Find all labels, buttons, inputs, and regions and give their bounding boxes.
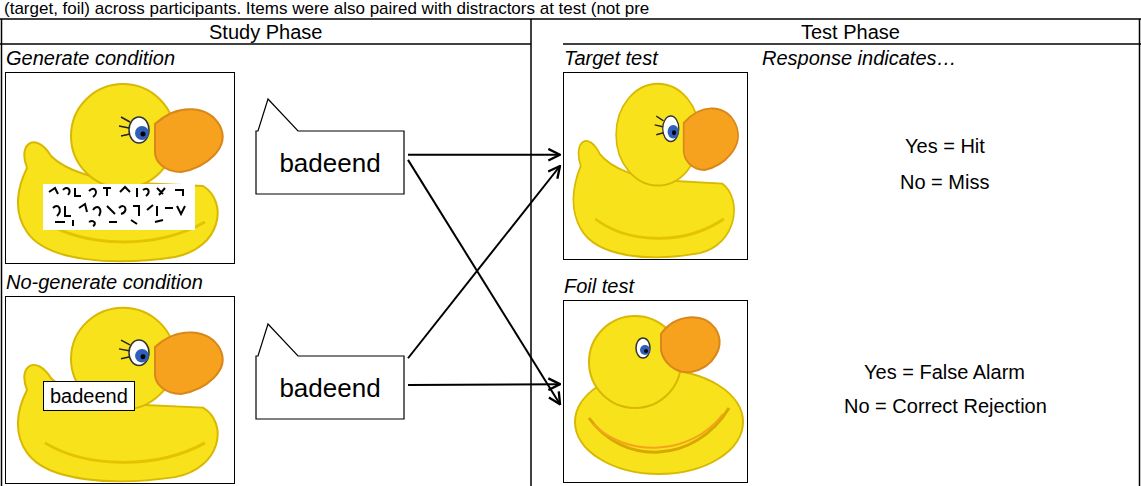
- annotation-text: No = Miss: [900, 170, 989, 194]
- study-test-arrow: [408, 154, 560, 156]
- speech-bubble: badeend: [255, 355, 405, 420]
- picture-frame: Foil test: [563, 300, 748, 483]
- speech-bubble: badeend: [255, 130, 405, 195]
- study-test-arrow: [408, 160, 560, 404]
- picture-frame: Generate condition: [5, 72, 235, 264]
- speech-text: badeend: [279, 373, 380, 403]
- annotation-text: Yes = Hit: [905, 134, 985, 158]
- picture-frame: No-generate conditionbadeend: [5, 296, 235, 484]
- annotation-text: Response indicates…: [762, 46, 957, 70]
- annotation-text: Study Phase: [209, 20, 322, 44]
- condition-heading: Generate condition: [6, 46, 175, 70]
- label-box: badeend: [43, 381, 135, 411]
- condition-heading: Target test: [564, 46, 658, 70]
- annotation-text: Test Phase: [801, 20, 900, 44]
- foil-duck-photo: [563, 300, 748, 483]
- annotation-text: No = Correct Rejection: [844, 394, 1047, 418]
- duck-photo: [5, 72, 235, 264]
- picture-frame: Target test: [563, 72, 748, 260]
- condition-heading: No-generate condition: [6, 270, 203, 294]
- condition-heading: Foil test: [564, 274, 634, 298]
- speech-text: badeend: [279, 148, 380, 178]
- caption-fragment: (target, foil) across participants. Item…: [4, 0, 649, 18]
- study-test-arrow: [408, 383, 560, 386]
- duck-photo: [563, 72, 748, 260]
- study-test-arrow: [408, 166, 560, 358]
- word-label: badeend: [50, 384, 128, 408]
- annotation-text: Yes = False Alarm: [864, 360, 1025, 384]
